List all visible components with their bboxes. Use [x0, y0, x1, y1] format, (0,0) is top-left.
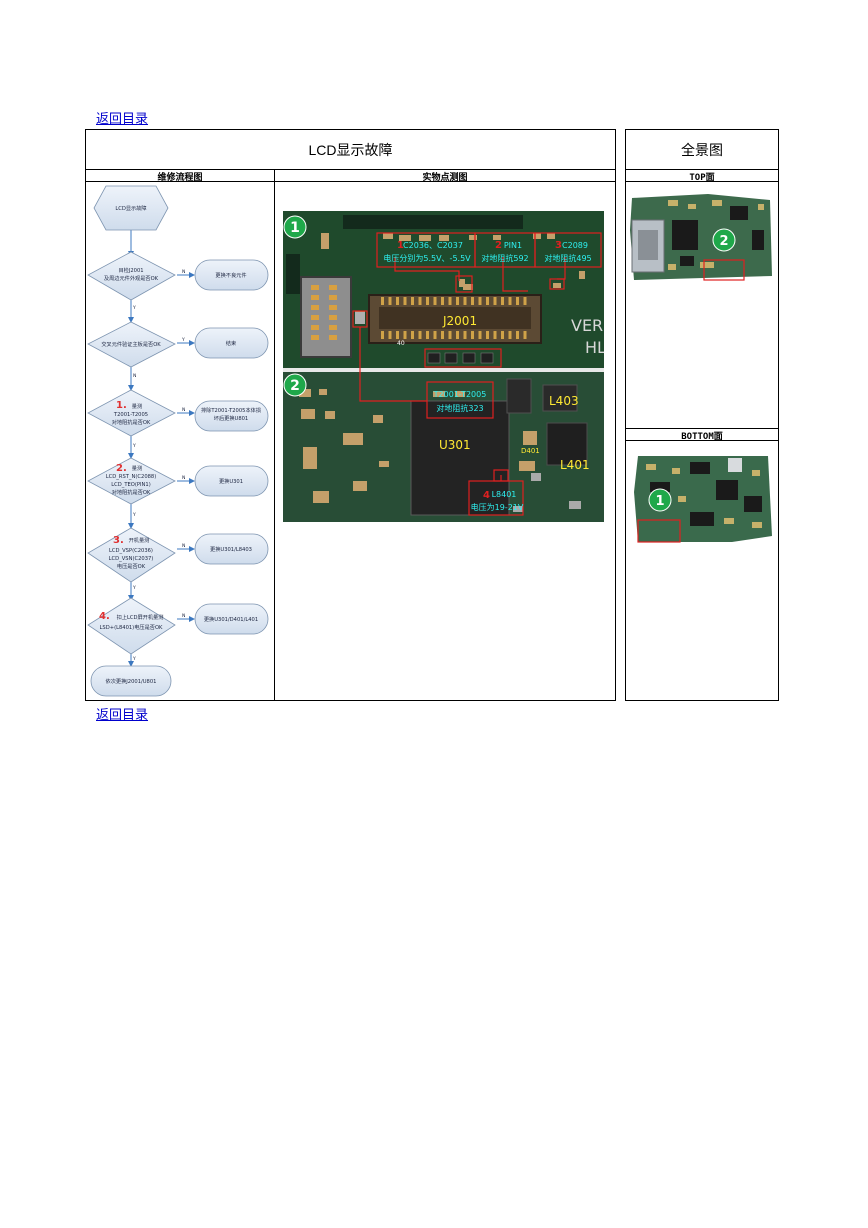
top-board-marker: 2 [719, 234, 728, 249]
flow-d4-line2: 量测 [132, 464, 142, 472]
silkscreen-hl: HL [585, 338, 604, 357]
svg-text:N: N [133, 373, 136, 379]
flow-d4-line4: LCD_TEO(PIN1) [111, 482, 151, 488]
u301-label: U301 [439, 438, 471, 452]
point-number-2: 2 [495, 240, 502, 251]
c2089-title: C2089 [562, 241, 588, 250]
svg-text:Y: Y [132, 585, 136, 591]
svg-text:N: N [182, 269, 185, 275]
page-title: LCD显示故障 [308, 141, 393, 158]
measure-column-header: 实物点测图 [422, 172, 468, 183]
pin1-value: 对地阻抗592 [481, 253, 528, 263]
panorama-panel [625, 129, 779, 701]
flow-d4-line5: 对地阻抗是否OK [112, 488, 151, 496]
flow-step-1-number: 1. [116, 400, 127, 411]
flow-step-2-number: 2. [116, 463, 127, 474]
flow-d3-line3: T2001-T2005 [113, 412, 148, 418]
flow-step-4-number: 4. [99, 611, 110, 622]
pin-40-label: 40 [397, 340, 405, 347]
svg-text:N: N [182, 613, 185, 619]
bottom-board-marker: 1 [655, 494, 664, 509]
top-side-label: TOP面 [689, 172, 715, 183]
svg-text:N: N [182, 543, 185, 549]
back-to-contents-link-top[interactable]: 返回目录 [96, 112, 149, 127]
top-board-photo: 2 [628, 190, 774, 284]
flow-d3-line2: 量测 [132, 402, 142, 410]
measure-marker-1: 1 [290, 220, 300, 236]
flow-d3-line4: 对地阻抗是否OK [112, 418, 151, 426]
bottom-board-photo: 1 [632, 452, 774, 546]
main-panel [85, 129, 616, 701]
t2001-value: 对地阻抗323 [436, 403, 483, 413]
point-number-4: 4 [483, 490, 490, 501]
flow-a4-text: 更换U301 [219, 477, 243, 485]
l403-label: L403 [549, 394, 579, 408]
j2001-label: J2001 [442, 314, 477, 328]
back-to-contents-link-bottom[interactable]: 返回目录 [96, 708, 149, 723]
bottom-side-label: BOTTOM面 [681, 431, 723, 442]
silkscreen-ver: VER [571, 316, 603, 335]
flow-column-header: 维修流程图 [157, 172, 203, 183]
svg-text:Y: Y [132, 305, 136, 311]
repair-flowchart: LCD显示故障 目检J2001 及周边元件外观是否OK 更换不良元件 交叉元件验… [87, 185, 269, 697]
svg-text:N: N [182, 407, 185, 413]
c2036-title: C2036、C2037 [403, 241, 463, 250]
t2001-title: T2001-T2005 [433, 390, 487, 399]
svg-text:N: N [182, 475, 185, 481]
l8401-value: 电压为19-21V [471, 502, 524, 512]
flow-a3-line1: 排除T2001-T2005本体损 [201, 406, 261, 414]
flow-d6-line2: 扣上LCD屏开机量测 [117, 613, 164, 621]
pin1-title: PIN1 [504, 241, 522, 250]
flow-a1-text: 更换不良元件 [215, 271, 246, 279]
d401-label: D401 [521, 447, 540, 455]
flow-d5-line5: 电压是否OK [117, 562, 146, 570]
point-number-1: 1 [397, 240, 404, 251]
panorama-title: 全景图 [681, 141, 723, 158]
l8401-title: L8401 [492, 490, 517, 499]
flow-d4-line3: LCD_RST_N(C2088) [106, 474, 157, 480]
flow-d5-line3: LCD_VSP(C2036) [109, 548, 153, 554]
l401-label: L401 [560, 458, 590, 472]
flow-end-text: 依次更换J2001/U801 [106, 677, 157, 685]
measurement-photo: 1 2 1 2 3 4 C2036、C2037 电压分别为5.5V、-5.5V … [283, 211, 604, 522]
flow-d2-text: 交叉元件验证主板是否OK [101, 340, 161, 348]
svg-text:Y: Y [132, 512, 136, 518]
flow-a2-text: 结束 [226, 339, 236, 347]
flow-d6-line3: LSD+(L8401)电压是否OK [100, 623, 163, 631]
svg-text:Y: Y [132, 443, 136, 449]
flow-d1-line1: 目检J2001 [118, 266, 143, 274]
c2036-value: 电压分别为5.5V、-5.5V [383, 253, 471, 263]
flow-d5-line4: LCD_VSN(C2037) [109, 556, 154, 562]
flow-a3-line2: 坏后更换U801 [214, 414, 248, 422]
flow-d1-line2: 及周边元件外观是否OK [104, 274, 159, 282]
c2089-value: 对地阻抗495 [544, 253, 591, 263]
svg-text:Y: Y [181, 337, 185, 343]
flow-a6-text: 更换U301/D401/L401 [204, 615, 258, 623]
flow-start-shape [93, 185, 169, 231]
flow-start-text: LCD显示故障 [115, 204, 146, 212]
svg-text:Y: Y [132, 656, 136, 662]
point-number-3: 3 [555, 240, 562, 251]
flow-a5-text: 更换U301/L8403 [210, 545, 252, 553]
flow-step-3-number: 3. [113, 535, 124, 546]
flow-d5-line2: 开机量测 [129, 536, 150, 544]
measure-marker-2: 2 [290, 378, 300, 394]
